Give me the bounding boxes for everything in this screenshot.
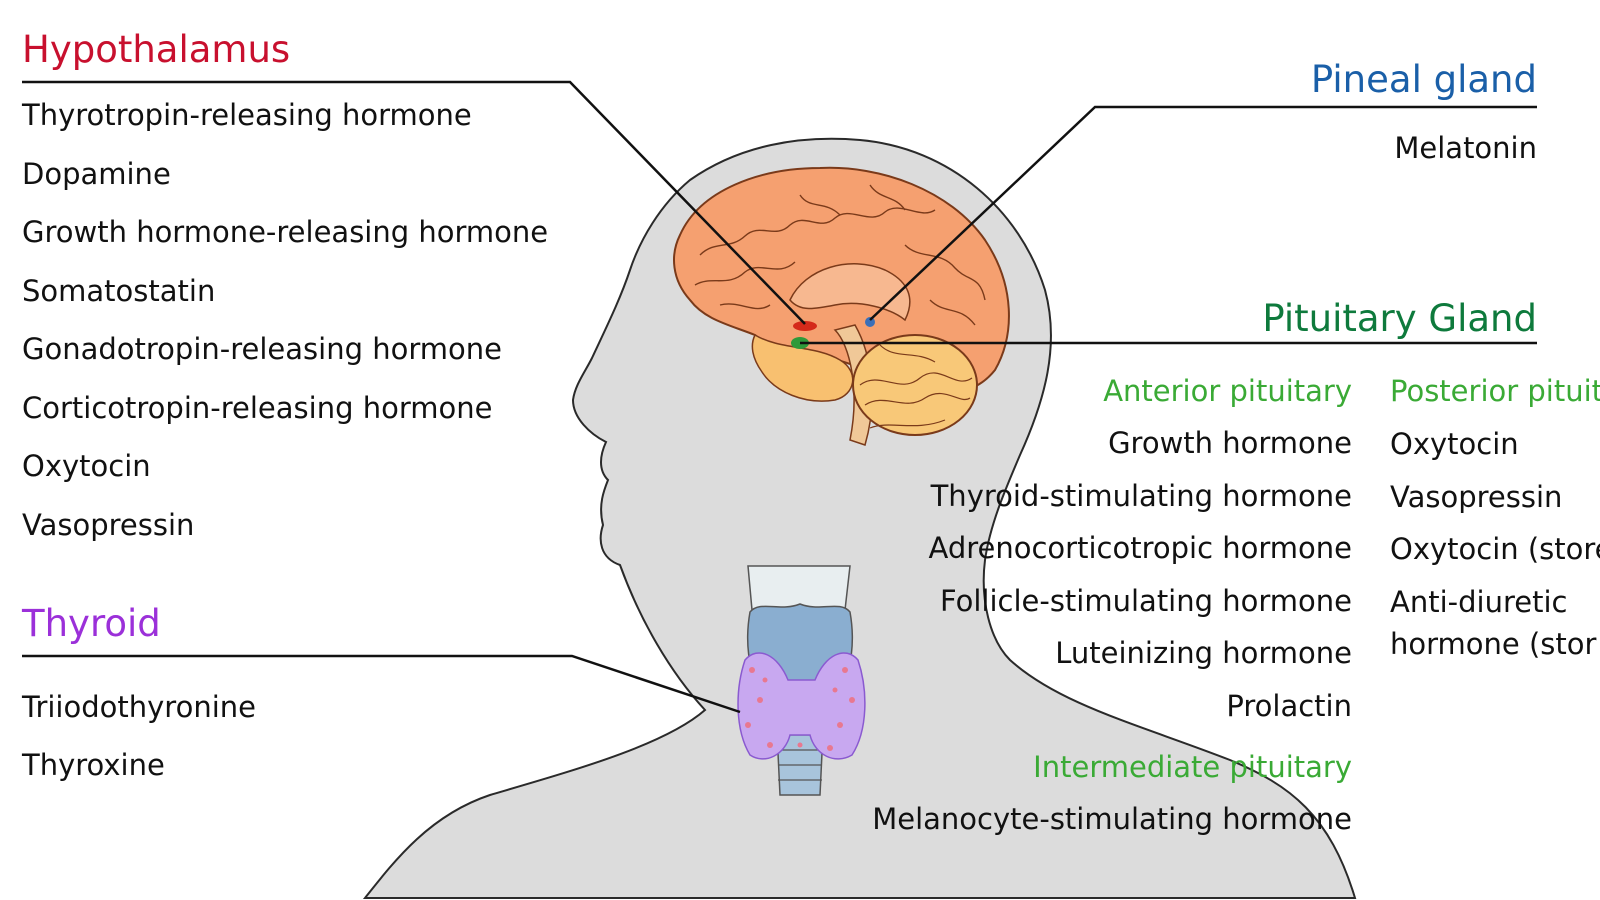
list-item: Somatostatin [22, 273, 216, 308]
intermediate-pituitary-title: Intermediate pituitary [1033, 750, 1352, 784]
hypothalamus-leader [22, 80, 806, 325]
anterior-pituitary-hormone-list: Growth hormone Thyroid-stimulating hormo… [929, 426, 1353, 741]
list-item: Follicle-stimulating hormone [939, 583, 1352, 618]
list-item: Thyroid-stimulating hormone [930, 478, 1352, 513]
list-item: Growth hormone [1108, 426, 1352, 460]
list-item: Oxytocin [22, 449, 151, 483]
pineal-leader [869, 105, 1537, 321]
brain-gyri [694, 184, 986, 326]
hypothalamus-title: Hypothalamus [22, 28, 291, 71]
hypothalamus-marker [793, 321, 817, 331]
thyroid-leader [22, 654, 741, 714]
list-item: Oxytocin [1390, 427, 1519, 461]
pineal-hormone-melatonin: Melatonin [1394, 131, 1537, 165]
pineal-marker [865, 317, 875, 327]
list-item: Vasopressin [1390, 479, 1563, 514]
list-item: Luteinizing hormone [1055, 636, 1352, 670]
hypothalamus-hormone-list: Thyrotropin-releasing hormone Dopamine G… [22, 98, 548, 566]
thyroid-hormone-list: Triiodothyronine Thyroxine [22, 690, 256, 806]
list-item: Anti-diuretic [1390, 584, 1568, 619]
pituitary-title: Pituitary Gland [1262, 297, 1537, 340]
list-item: Prolactin [1226, 688, 1352, 723]
anterior-pituitary-title: Anterior pituitary [1103, 374, 1352, 408]
list-item: Thyrotropin-releasing hormone [22, 98, 472, 132]
list-item: Oxytocin (store [1390, 532, 1600, 566]
thyroid-gland [737, 652, 866, 760]
list-item: Dopamine [22, 156, 171, 191]
cerebellum [852, 334, 978, 436]
posterior-pituitary-hormone-list: Oxytocin Vasopressin Oxytocin (store Ant… [1390, 427, 1600, 669]
posterior-pituitary-title: Posterior pituit [1390, 374, 1600, 408]
list-item: Corticotropin-releasing hormone [22, 390, 493, 425]
leader-lines [22, 80, 1537, 714]
list-item: Growth hormone-releasing hormone [22, 215, 549, 249]
list-item: hormone (stor [1390, 626, 1597, 661]
pineal-title: Pineal gland [1310, 58, 1537, 101]
list-item: Vasopressin [22, 507, 195, 542]
temporal-lobe [751, 333, 854, 402]
thyroid-title: Thyroid [22, 602, 161, 645]
intermediate-pituitary-hormone: Melanocyte-stimulating hormone [872, 802, 1352, 836]
brain-inner [789, 263, 911, 322]
list-item: Adrenocorticotropic hormone [928, 531, 1353, 565]
list-item: Gonadotropin-releasing hormone [22, 332, 502, 366]
list-item: Thyroxine [22, 748, 165, 782]
list-item: Triiodothyronine [22, 690, 256, 724]
human-silhouette [362, 137, 1357, 899]
